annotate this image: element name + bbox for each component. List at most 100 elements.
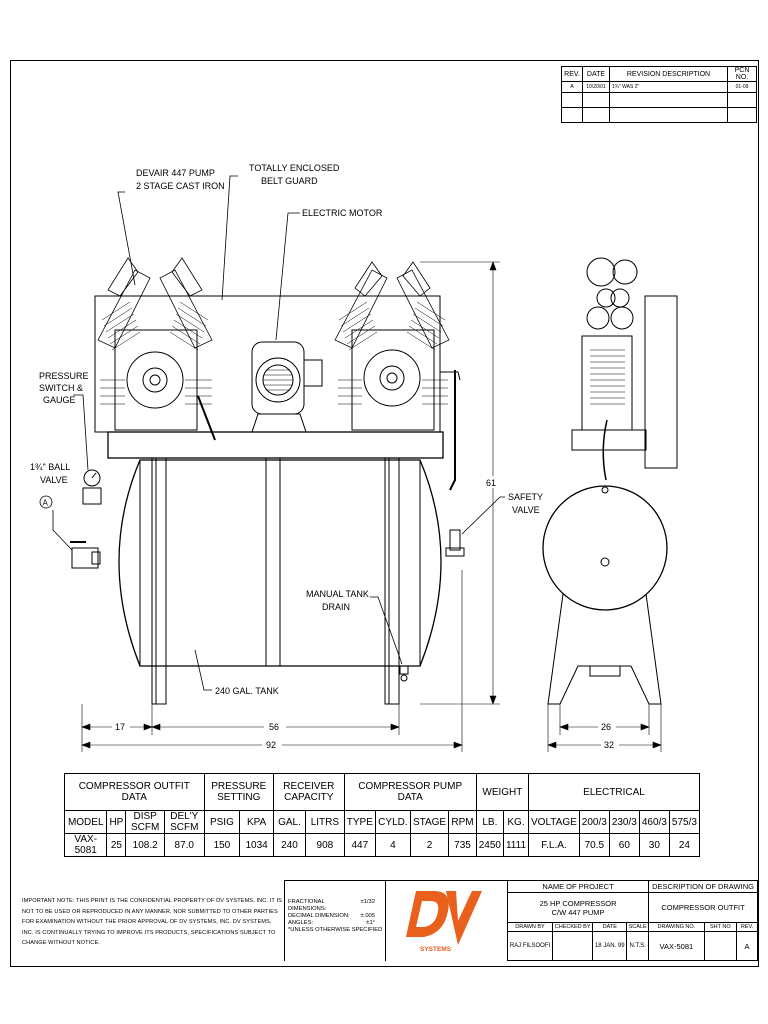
column-header: PSIG bbox=[203, 810, 241, 834]
revision-header-row: REV. DATE REVISION DESCRIPTION PCN NO. bbox=[561, 66, 757, 82]
type-cell: 447 bbox=[343, 833, 377, 857]
table-row: VAX-5081 25 108.2 87.0 150 1034 240 908 … bbox=[63, 833, 701, 857]
ball-valve-label: 1¾" BALL bbox=[30, 462, 70, 472]
fractional-value: ±1/32 bbox=[360, 899, 375, 905]
motor-label: ELECTRIC MOTOR bbox=[302, 208, 383, 218]
drawn-by-label: DRAWN BY bbox=[506, 922, 554, 932]
side-view bbox=[542, 257, 678, 705]
decimal-value: ±.005 bbox=[360, 913, 375, 919]
column-header: TYPE bbox=[343, 810, 377, 834]
logo-sub: SYSTEMS bbox=[420, 946, 452, 953]
checked-by bbox=[552, 931, 594, 961]
pressure-switch-label-3: GAUGE bbox=[43, 395, 76, 405]
angles-label: ANGLES: bbox=[288, 920, 314, 926]
fractional-label: FRACTIONAL DIMENSIONS: bbox=[288, 899, 327, 912]
model-cell: VAX-5081 bbox=[63, 833, 108, 857]
column-header: 460/3 bbox=[638, 810, 670, 834]
drawn-by: RAJ FILSOOFI bbox=[506, 931, 554, 961]
ball-valve bbox=[70, 541, 101, 569]
pump-label-2: 2 STAGE CAST IRON bbox=[136, 181, 225, 191]
date-label: DATE bbox=[592, 922, 628, 932]
checked-by-label: CHECKED BY bbox=[552, 922, 594, 932]
rpm-cell: 735 bbox=[448, 833, 477, 857]
column-header: DEL'Y SCFM bbox=[163, 810, 205, 834]
project-name-line-1: 25 HP COMPRESSOR bbox=[539, 898, 617, 908]
gal-cell: 240 bbox=[272, 833, 307, 857]
project-name-label: NAME OF PROJECT bbox=[506, 880, 650, 893]
column-header: RPM bbox=[448, 810, 477, 834]
safety-valve-label: SAFETY bbox=[508, 492, 543, 502]
column-header: HP bbox=[106, 810, 127, 834]
stage-cell: 2 bbox=[409, 833, 450, 857]
column-header: LB. bbox=[475, 810, 504, 834]
fla-230-cell: 60 bbox=[608, 833, 640, 857]
logo-icon: SYSTEMS bbox=[406, 891, 482, 953]
litrs-cell: 908 bbox=[305, 833, 345, 857]
drawing-description: COMPRESSOR OUTFIT bbox=[648, 892, 758, 923]
base-plate bbox=[107, 431, 444, 459]
receiver-group-header: RECEIVER CAPACITY bbox=[272, 773, 345, 811]
cyld-cell: 4 bbox=[375, 833, 411, 857]
dimension-lines bbox=[81, 261, 500, 752]
sheet-no-label: SHT NO bbox=[703, 922, 737, 932]
pump-left bbox=[97, 257, 213, 431]
pressure-switch-label: PRESSURE bbox=[39, 371, 89, 381]
safety-valve bbox=[445, 529, 465, 557]
drawing-description-label: DESCRIPTION OF DRAWING bbox=[648, 880, 758, 893]
title-block: NAME OF PROJECT DESCRIPTION OF DRAWING 2… bbox=[506, 880, 759, 961]
column-header: 230/3 bbox=[608, 810, 640, 834]
pump-label: DEVAIR 447 PUMP bbox=[136, 168, 215, 178]
weight-group-header: WEIGHT bbox=[475, 773, 530, 811]
column-header: VOLTAGE bbox=[528, 810, 580, 834]
ball-valve-mark: A bbox=[43, 499, 49, 508]
drain-label-2: DRAIN bbox=[322, 602, 350, 612]
compressor-drawing: DEVAIR 447 PUMP 2 STAGE CAST IRON TOTALL… bbox=[30, 163, 678, 752]
column-header: DISP SCFM bbox=[125, 810, 165, 834]
kpa-cell: 1034 bbox=[239, 833, 274, 857]
scale-label: SCALE bbox=[626, 922, 650, 932]
fla-460-cell: 30 bbox=[638, 833, 670, 857]
dv-systems-logo: SYSTEMS bbox=[385, 880, 507, 961]
column-header: KG. bbox=[502, 810, 530, 834]
column-header: STAGE bbox=[409, 810, 450, 834]
project-name-line-2: C/W 447 PUMP bbox=[551, 907, 605, 917]
unless-note: *UNLESS OTHERWISE SPECIFIED bbox=[288, 927, 383, 933]
ball-valve-label-2: VALVE bbox=[40, 475, 68, 485]
dely-scfm-cell: 87.0 bbox=[163, 833, 205, 857]
outfit-data-table: COMPRESSOR OUTFIT DATA PRESSURE SETTING … bbox=[63, 773, 701, 857]
leg-span-dimension: 56 bbox=[269, 722, 279, 732]
psig-cell: 150 bbox=[203, 833, 241, 857]
discharge-pipe bbox=[449, 370, 456, 491]
column-header: 200/3 bbox=[578, 810, 610, 834]
column-header: GAL. bbox=[272, 810, 307, 834]
revision-letter: A bbox=[735, 931, 759, 961]
pressure-switch-label-2: SWITCH & bbox=[39, 383, 83, 393]
column-header: 575/3 bbox=[668, 810, 701, 834]
voltage-cell: F.L.A. bbox=[528, 833, 580, 857]
leader-lines bbox=[52, 175, 505, 691]
revision-row bbox=[561, 107, 757, 123]
lb-cell: 2450 bbox=[475, 833, 504, 857]
pump-group-header: COMPRESSOR PUMP DATA bbox=[343, 773, 477, 811]
column-header: LITRS bbox=[305, 810, 345, 834]
height-dimension: 61 bbox=[486, 478, 496, 488]
angles-value: ±1° bbox=[366, 920, 375, 926]
side-leg-span-dimension: 26 bbox=[601, 722, 611, 732]
fla-200-cell: 70.5 bbox=[578, 833, 610, 857]
important-note: IMPORTANT NOTE: This print is the confid… bbox=[22, 898, 282, 946]
electrical-group-header: ELECTRICAL bbox=[528, 773, 700, 811]
decimal-label: DECIMAL DIMENSION: bbox=[288, 913, 350, 919]
drawing-date: 18 JAN. 99 bbox=[592, 931, 628, 961]
side-width-dimension: 32 bbox=[604, 740, 614, 750]
outfit-group-header: COMPRESSOR OUTFIT DATA bbox=[64, 773, 205, 811]
fla-575-cell: 24 bbox=[668, 833, 701, 857]
revision-row: A 10\20\01 1¾" WAS 2" 01-09 bbox=[561, 81, 757, 93]
tank-label: 240 GAL. TANK bbox=[215, 686, 279, 696]
overall-length-dimension: 92 bbox=[266, 740, 276, 750]
column-header: CYLD. bbox=[375, 810, 411, 834]
safety-valve-label-2: VALVE bbox=[512, 505, 540, 515]
belt-guard bbox=[94, 295, 441, 433]
tolerance-block: FRACTIONAL DIMENSIONS: ±1/32 DECIMAL DIM… bbox=[284, 880, 385, 961]
pressure-group-header: PRESSURE SETTING bbox=[203, 773, 274, 811]
rev-label: REV. bbox=[735, 922, 759, 932]
